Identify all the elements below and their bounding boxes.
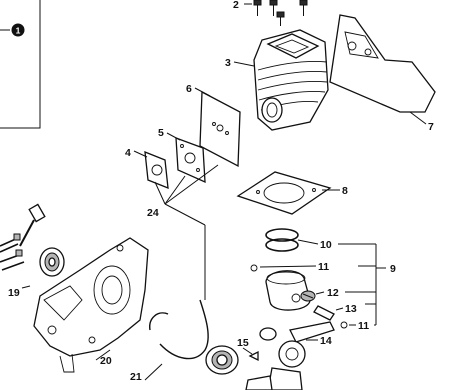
callout-4-label: 4	[125, 147, 131, 159]
callout-12-label: 12	[327, 287, 339, 299]
part-19-oil-seal	[39, 247, 65, 277]
part-11-circlip-upper	[250, 264, 258, 272]
callout-13-label: 13	[345, 303, 357, 315]
part-2-screws	[244, 0, 308, 26]
part-5-gasket	[175, 137, 206, 184]
callout-5-label: 5	[158, 127, 164, 139]
callout-11b-label: 11	[358, 320, 369, 332]
part-15-key	[248, 350, 259, 362]
callout-21-label: 21	[130, 371, 142, 383]
piston	[265, 270, 311, 311]
callout-3-label: 3	[225, 57, 231, 69]
part-3-cylinder	[253, 29, 329, 131]
part-10-piston-rings	[265, 228, 299, 252]
part-7-cylinder-cover	[329, 14, 436, 113]
callout-8-label: 8	[342, 185, 348, 197]
callout-9-bracket	[338, 243, 386, 326]
callout-6-label: 6	[186, 83, 192, 95]
part-14-crankshaft	[245, 321, 335, 390]
part-13-piston-pin	[313, 305, 335, 321]
callout-1-label: 1	[16, 26, 21, 36]
callout-9-label: 9	[390, 263, 396, 275]
part-12-needle-bearing	[300, 290, 316, 302]
part-8-base-gasket	[236, 171, 332, 215]
callout-10-label: 10	[320, 239, 332, 251]
callout-19-label: 19	[8, 287, 20, 299]
part-4-spacer	[144, 150, 169, 190]
part-21-retaining-ring	[149, 299, 209, 360]
part-6-plate	[199, 90, 241, 168]
main-bearing	[205, 345, 239, 375]
part-20-crankcase	[33, 237, 169, 373]
callout-24-label: 24	[147, 207, 159, 219]
callout-15-label: 15	[237, 337, 249, 349]
callout-1-marker: 1	[11, 23, 25, 37]
callout-24-leader	[154, 164, 219, 300]
part-11-circlip-lower	[340, 321, 348, 329]
callout-14-label: 14	[320, 335, 332, 347]
callout-20-label: 20	[100, 355, 112, 367]
callout-2-label: 2	[233, 0, 239, 11]
crankcase-bolts	[0, 203, 46, 271]
reference-frame	[0, 0, 41, 129]
callout-7-label: 7	[428, 121, 434, 133]
callout-11a-label: 11	[318, 261, 329, 273]
